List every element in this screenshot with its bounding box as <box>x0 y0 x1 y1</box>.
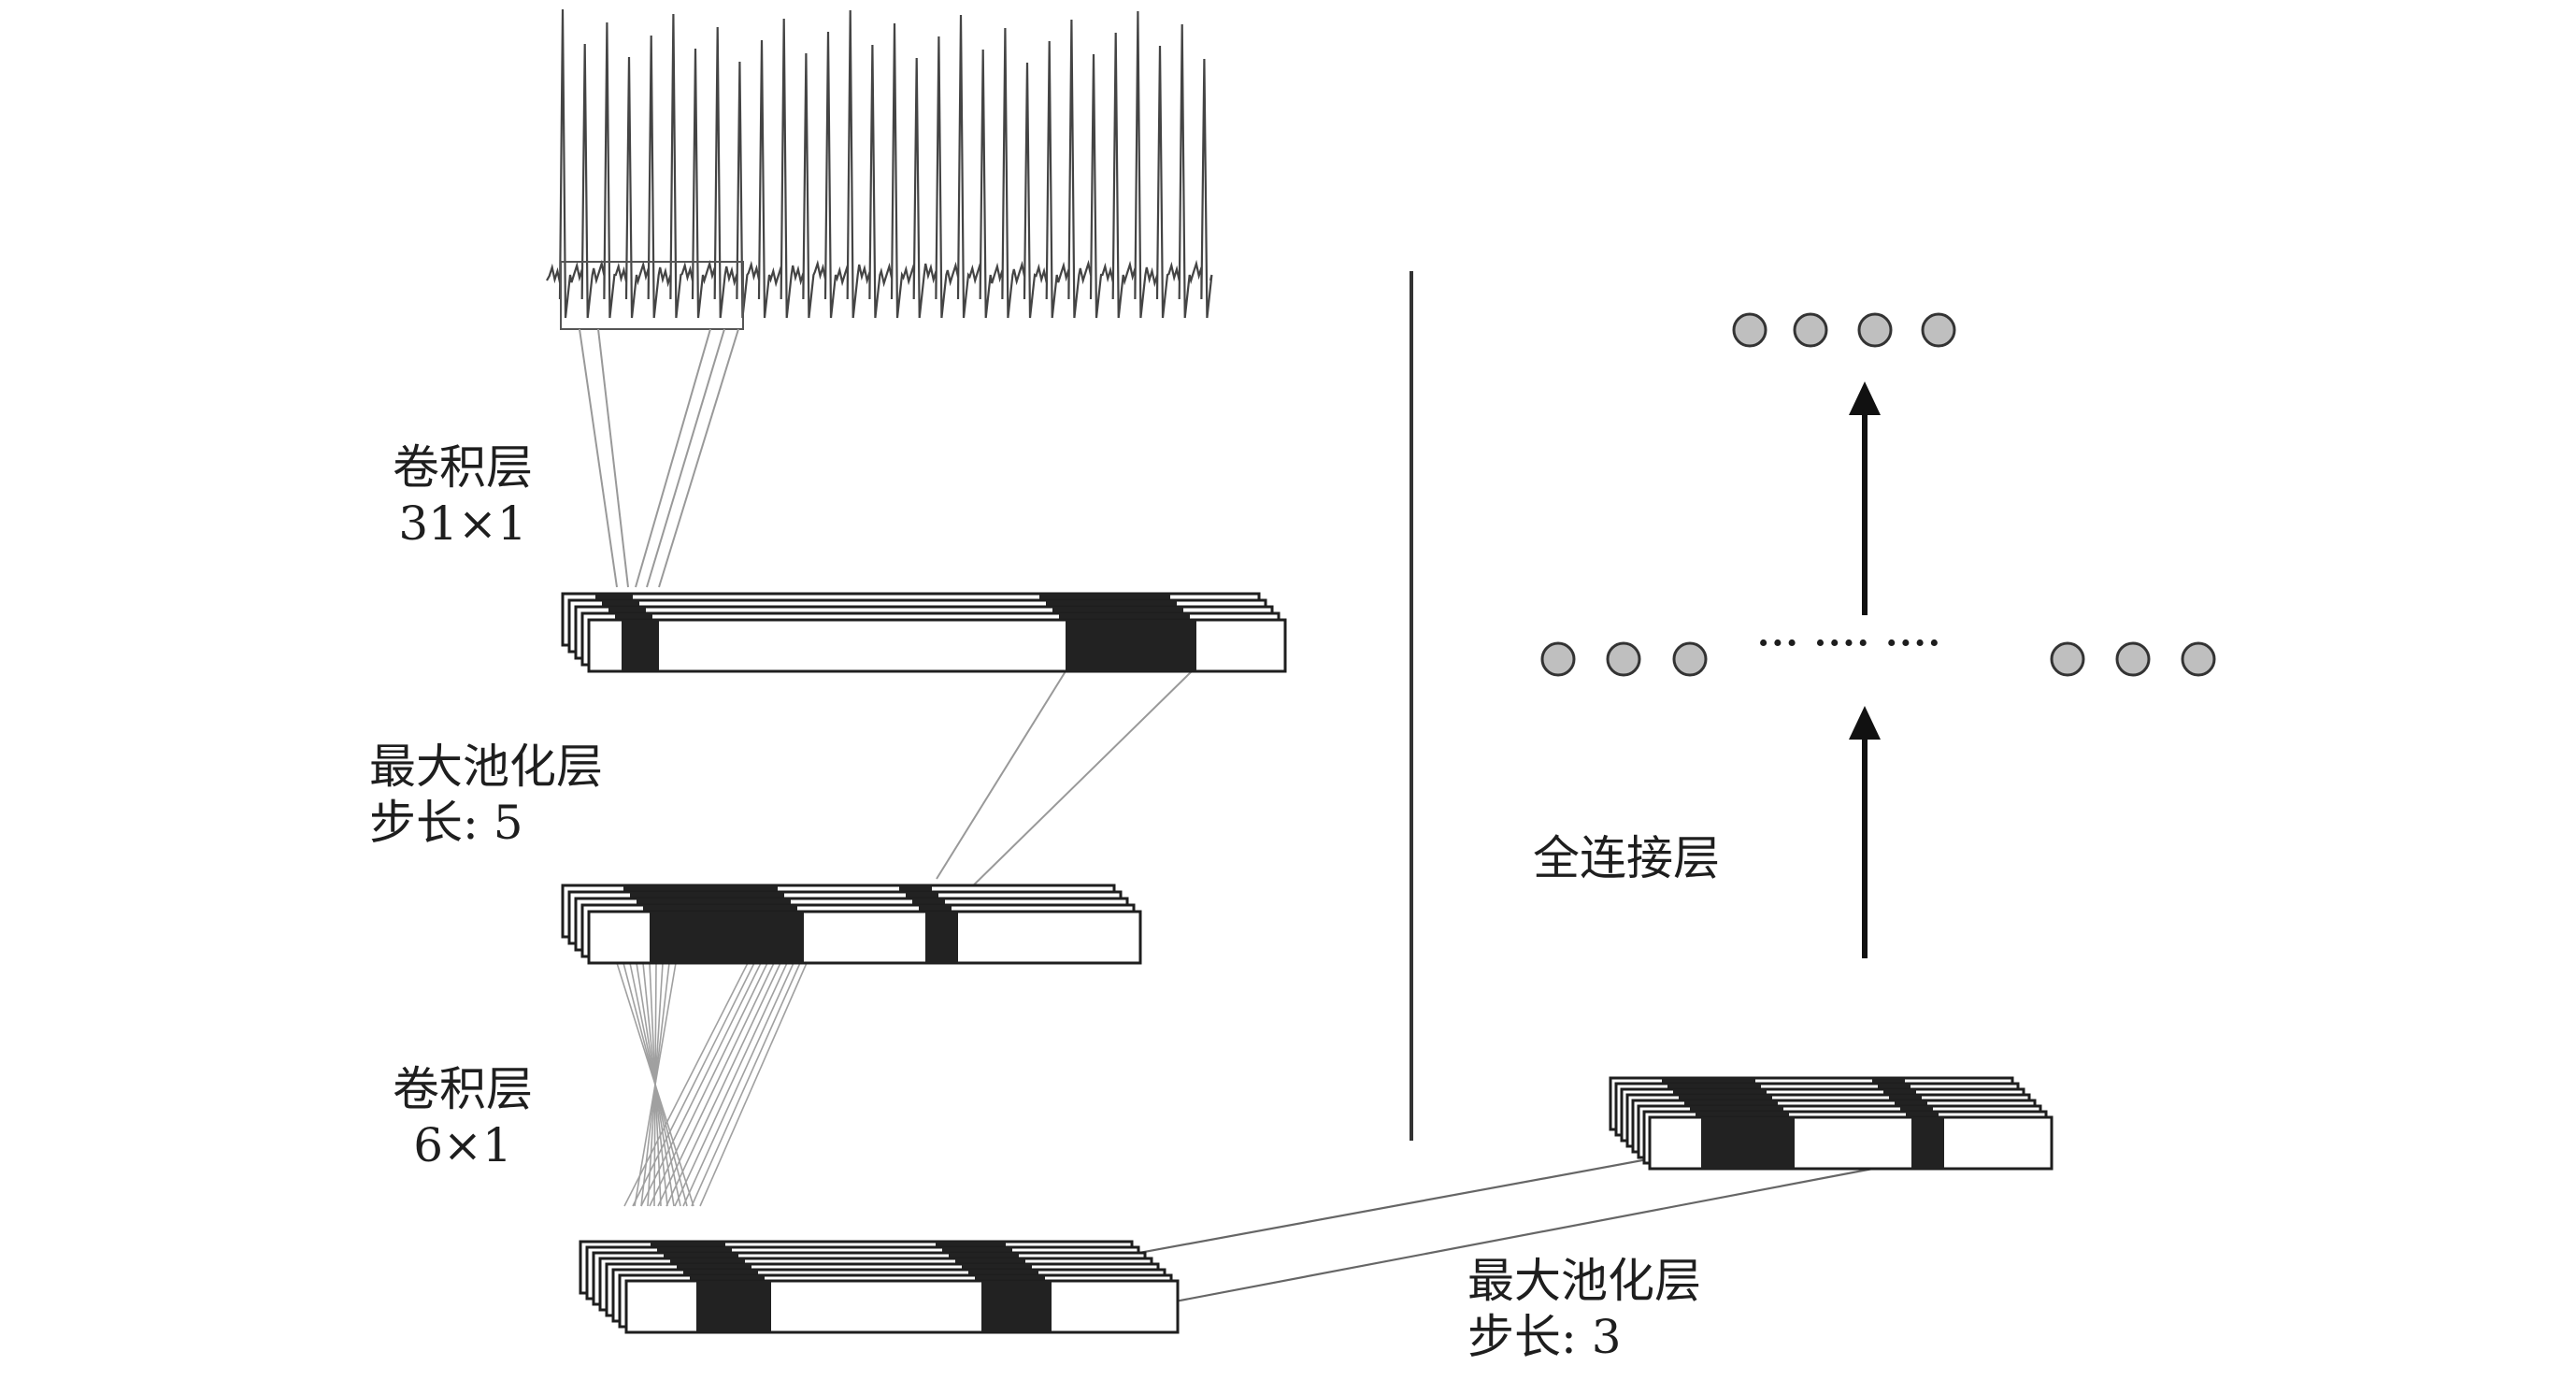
hidden-node-left-1 <box>1606 641 1641 677</box>
output-node-3 <box>1921 312 1956 348</box>
pool1-stack-band-0-0 <box>650 912 804 963</box>
link-pool1-conv2-b4 <box>657 962 775 1207</box>
link-pool1-conv2-b9 <box>699 962 808 1207</box>
output-node-0 <box>1732 312 1767 348</box>
pool1-stack-band-0-1 <box>925 912 958 963</box>
fc-label: 全连接层 <box>1533 831 1720 885</box>
arrow-hidden-to-output-head <box>1849 381 1881 415</box>
fully-connected-section <box>1410 271 2216 1141</box>
hidden-node-right-0 <box>2050 641 2085 677</box>
conv1-stack-band-0-0 <box>622 620 659 671</box>
pool1-stack <box>561 884 1142 965</box>
conv1-size: 31×1 <box>398 496 527 551</box>
link-conv2-pool2-2 <box>1037 1162 1898 1330</box>
link-pool1-conv2-b6 <box>674 962 788 1207</box>
output-node-1 <box>1793 312 1828 348</box>
conv2-label: 卷积层 6×1 <box>379 1061 547 1173</box>
link-pool1-conv2-b5 <box>665 962 781 1207</box>
output-node-2 <box>1857 312 1893 348</box>
hidden-node-left-2 <box>1672 641 1708 677</box>
input-signal <box>546 8 1213 330</box>
pool2-stack <box>1609 1076 2054 1171</box>
pool2-stack-band-0-1 <box>1911 1117 1944 1169</box>
arrow-pool2-to-hidden-head <box>1849 706 1881 740</box>
conv2-stack <box>579 1240 1180 1334</box>
conv1-label: 卷积层 31×1 <box>379 439 547 552</box>
hidden-node-right-1 <box>2115 641 2151 677</box>
pool2-label: 最大池化层 步长: 3 <box>1467 1253 1701 1365</box>
conv1-title: 卷积层 <box>393 440 533 495</box>
conv2-stack-band-0-0 <box>696 1281 771 1332</box>
feature-map-stacks <box>561 592 2054 1334</box>
pool1-label: 最大池化层 步长: 5 <box>369 739 603 851</box>
link-pool1-conv2-b8 <box>691 962 801 1207</box>
conv2-size: 6×1 <box>413 1118 512 1172</box>
link-pool1-conv2-b0 <box>623 962 749 1207</box>
link-conv1-pool1-1 <box>936 670 1066 880</box>
link-pool1-conv2-b1 <box>632 962 755 1207</box>
link-pool1-conv2-b7 <box>682 962 794 1207</box>
connection-lines <box>579 328 1903 1330</box>
pool1-title: 最大池化层 <box>369 740 603 794</box>
pool2-title: 最大池化层 <box>1467 1254 1701 1308</box>
link-signal-conv1-2 <box>597 328 629 588</box>
hidden-node-left-0 <box>1540 641 1576 677</box>
pool1-stride: 步长: 5 <box>369 796 523 850</box>
conv2-stack-band-0-1 <box>981 1281 1052 1332</box>
pool2-stride: 步长: 3 <box>1467 1310 1622 1364</box>
link-pool1-conv2-b3 <box>649 962 768 1207</box>
pool2-stack-band-0-0 <box>1701 1117 1795 1169</box>
hidden-ellipsis: ··· ···· ···· <box>1757 622 1942 664</box>
link-conv1-pool1-2 <box>958 670 1193 900</box>
conv2-title: 卷积层 <box>393 1062 533 1116</box>
link-pool1-conv2-a9 <box>634 962 677 1207</box>
link-signal-conv1-5 <box>658 328 739 588</box>
conv1-stack-band-0-1 <box>1066 620 1196 671</box>
link-signal-conv1-1 <box>579 328 618 588</box>
link-signal-conv1-3 <box>635 328 711 588</box>
conv1-stack <box>561 592 1287 673</box>
link-signal-conv1-4 <box>646 328 725 588</box>
signal-window <box>560 261 744 330</box>
signal-waveform <box>546 8 1213 319</box>
link-pool1-conv2-b2 <box>640 962 762 1207</box>
hidden-node-right-2 <box>2181 641 2216 677</box>
